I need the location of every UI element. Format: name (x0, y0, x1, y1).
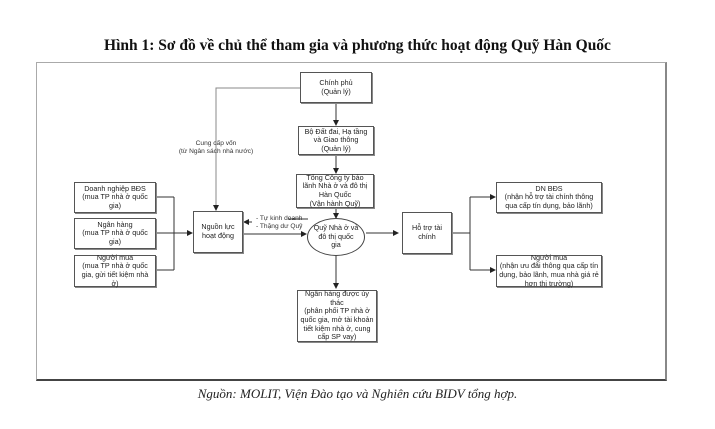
figure-caption: Nguồn: MOLIT, Viện Đào tạo và Nghiên cứu… (197, 386, 518, 401)
label-capital-supply: Cung cấp vốn (từ Ngân sách nhà nước) (178, 140, 254, 155)
node-government: Chính phủ(Quản lý) (300, 72, 372, 103)
edge-gov-resources (213, 87, 300, 211)
figure-title: Hình 1: Sơ đồ về chủ thể tham gia và phư… (104, 37, 611, 54)
label-self-business: - Tự kinh doanh - Thặng dư Quỹ (256, 215, 303, 230)
